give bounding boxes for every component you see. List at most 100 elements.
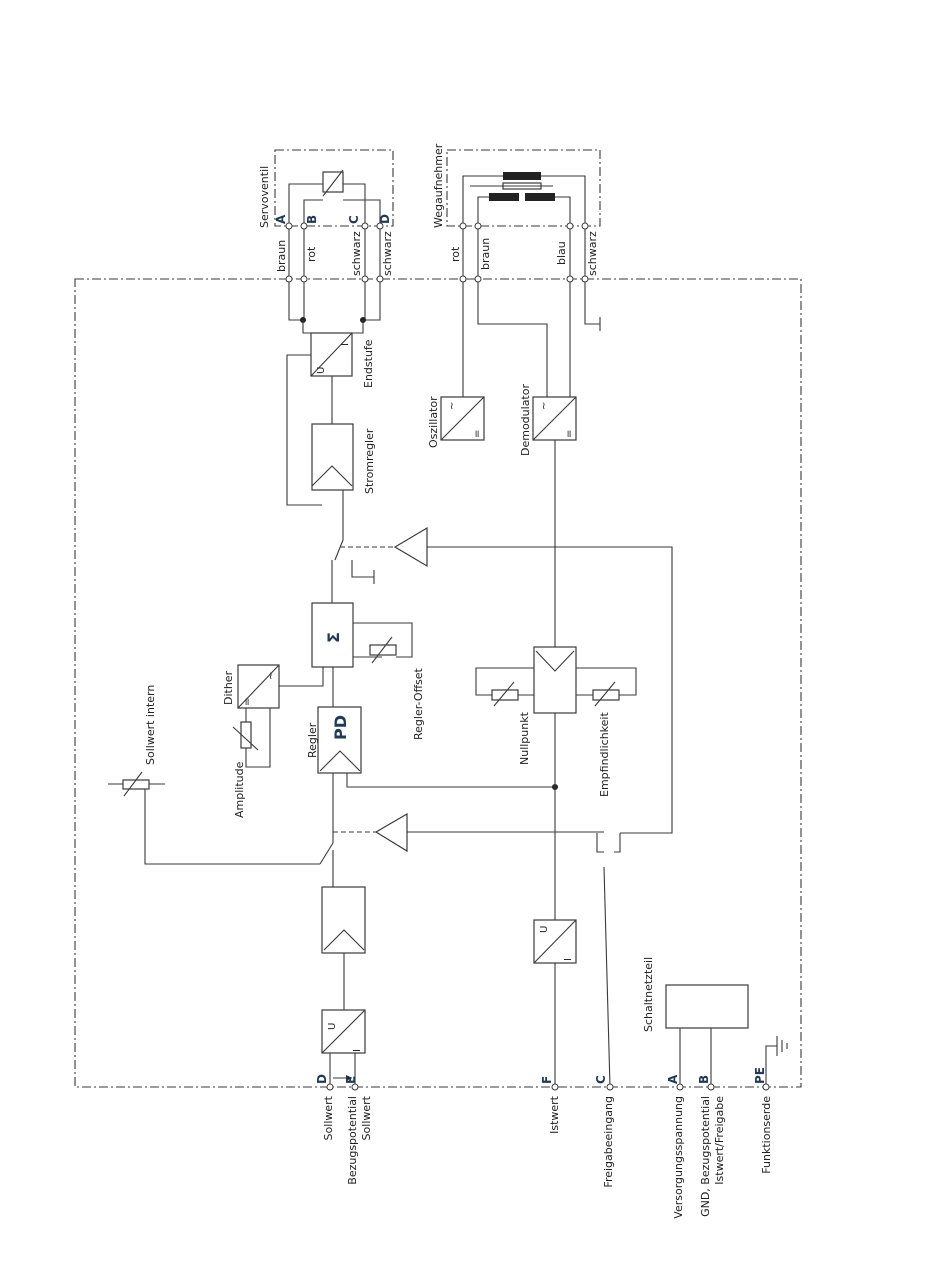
board-terminal <box>459 275 467 283</box>
sollwert-intern-potentiometer <box>122 779 150 790</box>
connector-pin-pe: PE <box>753 1067 767 1084</box>
input-converter-block: U I <box>321 1009 366 1087</box>
connector-label-line-1: GND, Bezugspotential <box>699 1096 712 1217</box>
sensor-boundary <box>446 149 601 227</box>
dither-dc-symbol: = <box>242 698 253 706</box>
istwert-amplifier-block: Nullpunkt Empfindlichkeit <box>475 646 637 797</box>
nullpunkt-label: Nullpunkt <box>518 711 531 765</box>
board-terminal <box>361 275 369 283</box>
input-converter-u-symbol: U <box>327 1023 338 1030</box>
servo-title: Servoventil <box>258 166 271 228</box>
oszillator-label: Oszillator <box>427 396 440 448</box>
power-supply-wiring <box>679 1028 712 1087</box>
stromregler-symbol <box>311 465 353 487</box>
board-terminal <box>474 275 482 283</box>
servo-boundary <box>274 149 394 227</box>
power-supply-label: Schaltnetzteil <box>642 957 655 1032</box>
oszillator-diagonal <box>440 396 485 441</box>
oszillator-ac-symbol: ~ <box>447 402 458 410</box>
sensor-wire-4: schwarz <box>586 231 599 276</box>
istwert-converter-block: U I <box>533 919 577 964</box>
sensor-wiring <box>462 175 586 226</box>
connector-pin-e: E <box>344 1076 358 1084</box>
servo-coil-diagonal <box>322 169 344 197</box>
connector-label-gnd: GND, Bezugspotential Istwert/Freigabe <box>699 1096 726 1217</box>
sensor-cable <box>462 226 600 397</box>
input-filter-box <box>321 886 366 954</box>
regler-pd-symbol: PD <box>331 715 350 740</box>
pd-regler-block: PD Regler <box>306 667 362 774</box>
connector-label-line-2: Sollwert <box>360 1095 373 1140</box>
demodulator-dc-symbol: = <box>564 430 575 438</box>
istwert-amplifier-box <box>533 646 577 714</box>
servo-pin-d: D <box>378 214 392 224</box>
amplitude-arrow <box>232 726 259 751</box>
stromregler-label: Stromregler <box>363 428 376 494</box>
power-supply-box <box>665 984 749 1029</box>
connector-terminal-pe <box>762 1083 770 1091</box>
empfindlichkeit-label: Empfindlichkeit <box>598 712 611 797</box>
servo-pin-c: C <box>347 215 361 224</box>
endstufe-block: U I Endstufe <box>310 332 375 388</box>
board-terminal <box>285 275 293 283</box>
demodulator-diagonal <box>532 396 577 441</box>
regler-box <box>317 706 362 774</box>
dither-output <box>279 667 324 687</box>
oszillator-dc-symbol: = <box>472 430 483 438</box>
nullpunkt-potentiometer <box>491 689 519 701</box>
servo-terminal <box>361 222 369 230</box>
sensor-wire-3: blau <box>555 241 568 265</box>
sensor-coil-secondary-2 <box>525 193 555 201</box>
feedback-line <box>286 354 322 506</box>
oszillator-block: ~ = Oszillator <box>427 396 485 448</box>
input-filter-symbol <box>323 929 365 951</box>
servo-pin-b: B <box>305 215 319 224</box>
freigabe-switch <box>596 833 621 853</box>
amplitude-wiring <box>245 708 271 768</box>
endstufe-output <box>302 320 364 334</box>
sensor-terminal <box>474 222 482 230</box>
switch-ground <box>351 560 374 578</box>
sensor-title: Wegaufnehmer <box>432 143 445 228</box>
sensor-terminal <box>459 222 467 230</box>
servo-terminal <box>285 222 293 230</box>
stromregler-block: Stromregler <box>311 423 376 494</box>
empfindlichkeit-arrow <box>594 681 616 707</box>
earth-icon <box>776 1036 788 1056</box>
dither-diagonal <box>237 664 280 709</box>
nullpunkt-wiring <box>475 667 534 696</box>
connector-pin-c: C <box>594 1075 608 1084</box>
servo-wire-4: schwarz <box>381 231 394 276</box>
amplitude-label: Amplitude <box>233 761 246 818</box>
servo-cable <box>288 226 381 321</box>
nullpunkt-arrow <box>493 681 515 707</box>
regler-offset-label: Regler-Offset <box>412 667 425 740</box>
sensor-terminal <box>566 222 574 230</box>
connector-terminal-e <box>351 1083 359 1091</box>
board-terminal <box>566 275 574 283</box>
connector-pin-d: D <box>315 1074 329 1084</box>
connector-label-freigabeeingang: Freigabeeingang <box>602 1096 615 1188</box>
servo-wire-2: rot <box>305 246 318 262</box>
servo-terminal <box>300 222 308 230</box>
servo-wire-3: schwarz <box>350 231 363 276</box>
connector-label-line-1: Bezugspotential <box>346 1096 359 1185</box>
connector-terminal-f <box>551 1083 559 1091</box>
input-filter-block <box>321 886 366 954</box>
regler-symbol <box>319 750 361 772</box>
connector-label-line-2: Istwert/Freigabe <box>713 1096 726 1185</box>
connector-label-istwert: Istwert <box>548 1095 561 1134</box>
endstufe-diagonal <box>310 332 353 377</box>
amplifier-lower <box>374 812 408 853</box>
input-arrowhead <box>346 1075 352 1081</box>
board-terminal <box>300 275 308 283</box>
offset-arrow <box>371 636 393 664</box>
empfindlichkeit-potentiometer <box>592 689 620 701</box>
connector-label-sollwert: Sollwert <box>322 1095 335 1140</box>
connector-terminal-c <box>606 1083 614 1091</box>
empfindlichkeit-wiring <box>576 667 637 696</box>
servo-terminal <box>376 222 384 230</box>
sensor-wire-2: braun <box>479 238 492 270</box>
dither-block: = ~ Dither Amplitude <box>222 664 324 818</box>
sollwert-intern: Sollwert intern <box>108 685 320 865</box>
